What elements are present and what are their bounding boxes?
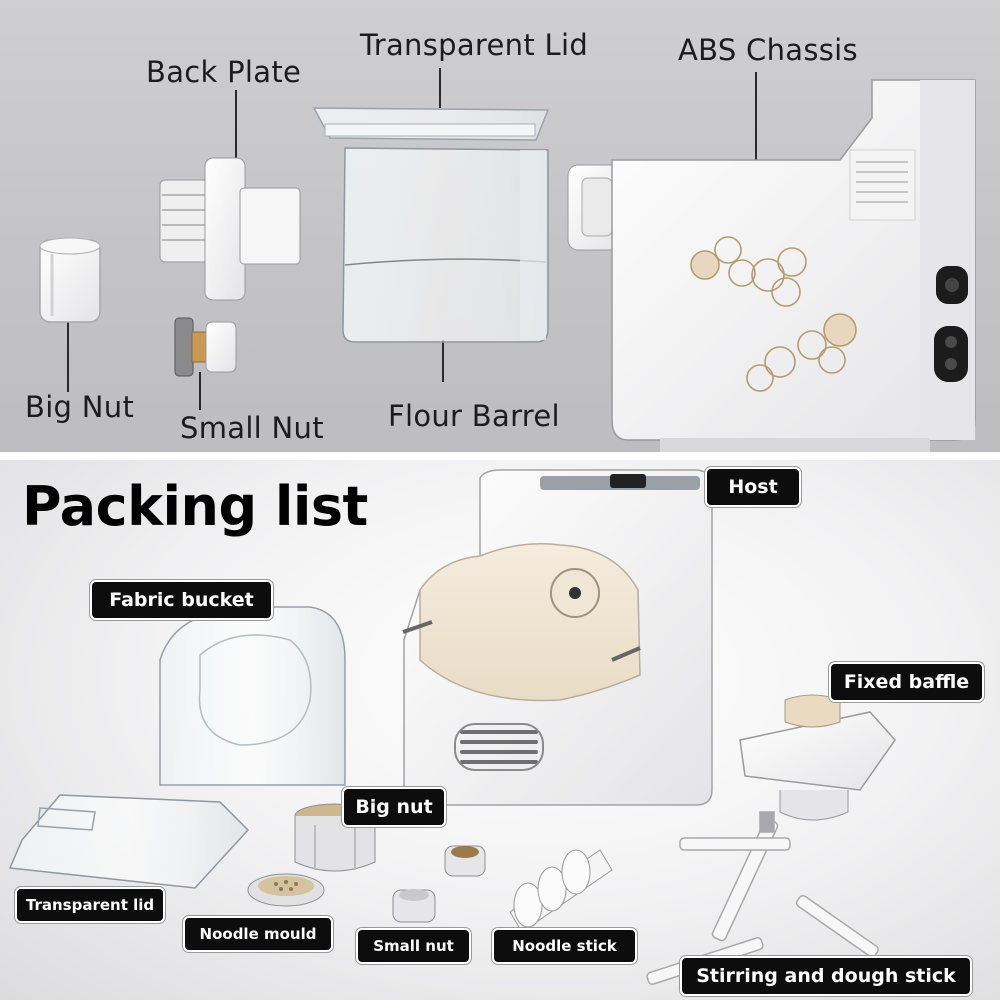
packing-list-heading: Packing list [22, 475, 368, 538]
label-transparent-lid: Transparent Lid [360, 28, 589, 62]
tag-transparent-lid: Transparent lid [15, 887, 165, 923]
tag-fabric-bucket: Fabric bucket [90, 580, 273, 620]
small-nut-part [174, 317, 237, 377]
label-flour-barrel: Flour Barrel [388, 399, 560, 433]
panel-divider [0, 452, 1000, 460]
tag-small-nut: Small nut [356, 928, 471, 964]
tag-noodle-stick: Noodle stick [492, 928, 637, 964]
tag-big-nut: Big nut [342, 787, 446, 827]
flour-barrel-part [342, 147, 549, 343]
abs-chassis-part [567, 79, 976, 452]
fabric-bucket-part [159, 606, 346, 786]
tag-noodle-mould: Noodle mould [183, 916, 333, 952]
label-abs-chassis: ABS Chassis [678, 33, 858, 67]
label-back-plate: Back Plate [146, 55, 302, 89]
noodle-stick-part [509, 849, 613, 933]
big-nut-part [39, 237, 101, 323]
leader-lines-top [67, 68, 757, 410]
label-small-nut: Small Nut [180, 411, 324, 445]
noodle-mould-part [247, 873, 325, 907]
tag-fixed-baffle: Fixed baffle [829, 662, 984, 702]
back-plate-part [159, 157, 301, 301]
host-machine [402, 469, 713, 806]
fixed-baffle-part [739, 694, 896, 821]
big-nut-bottom-part [294, 803, 376, 872]
tag-stirring-dough-stick: Stirring and dough stick [680, 956, 972, 996]
label-big-nut: Big Nut [25, 390, 135, 424]
transparent-lid-part [312, 107, 550, 141]
transparent-lid-bottom-part [8, 794, 250, 889]
small-nut-bottom-part [392, 845, 486, 923]
tag-host: Host [705, 467, 801, 507]
